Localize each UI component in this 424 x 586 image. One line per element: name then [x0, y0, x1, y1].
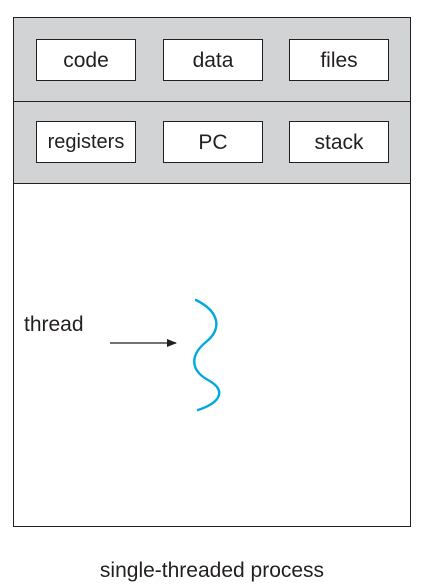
thread-label: thread	[24, 313, 84, 336]
code-box: code	[36, 39, 136, 81]
stack-box: stack	[289, 121, 389, 163]
thread-context-band: registers PC stack	[14, 102, 410, 184]
data-box: data	[163, 39, 263, 81]
thread-wave-icon	[193, 298, 221, 412]
diagram-caption: single-threaded process	[99, 559, 325, 582]
pc-box: PC	[163, 121, 263, 163]
process-box: code data files registers PC stack	[13, 17, 411, 527]
files-box: files	[289, 39, 389, 81]
registers-box: registers	[36, 121, 136, 163]
shared-resources-band: code data files	[14, 18, 410, 102]
